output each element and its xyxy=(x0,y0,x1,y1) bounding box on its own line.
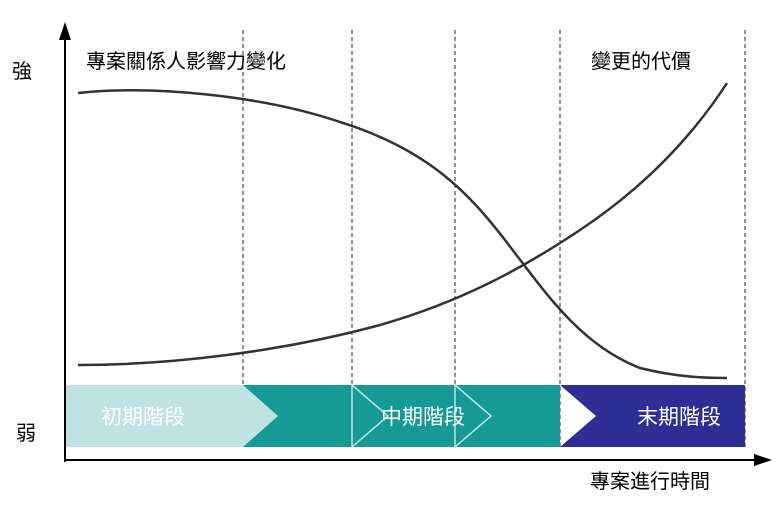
phase-band-final xyxy=(560,385,745,447)
cost-of-change-curve xyxy=(77,82,729,367)
phase-label-final: 末期階段 xyxy=(637,405,721,429)
phase-band-initial xyxy=(65,385,278,447)
phase-band-middle xyxy=(243,385,560,447)
phase-band: 初期階段 中期階段 末期階段 xyxy=(65,383,745,449)
y-axis-arrowhead xyxy=(59,22,71,40)
phase-label-initial: 初期階段 xyxy=(101,405,185,429)
phase-label-middle: 中期階段 xyxy=(381,405,465,429)
phase-chevron xyxy=(454,383,493,449)
axes xyxy=(64,35,758,462)
stakeholder-influence-label: 專案關係人影響力變化 xyxy=(86,49,286,73)
x-axis-arrowhead xyxy=(754,454,772,466)
phase-chevron xyxy=(351,383,390,449)
y-axis-low-label: 弱 xyxy=(16,421,36,445)
y-axis-high-label: 強 xyxy=(12,59,32,83)
stakeholder-influence-curve xyxy=(77,89,728,380)
x-axis-label: 專案進行時間 xyxy=(590,469,710,493)
cost-of-change-label: 變更的代價 xyxy=(591,49,691,73)
